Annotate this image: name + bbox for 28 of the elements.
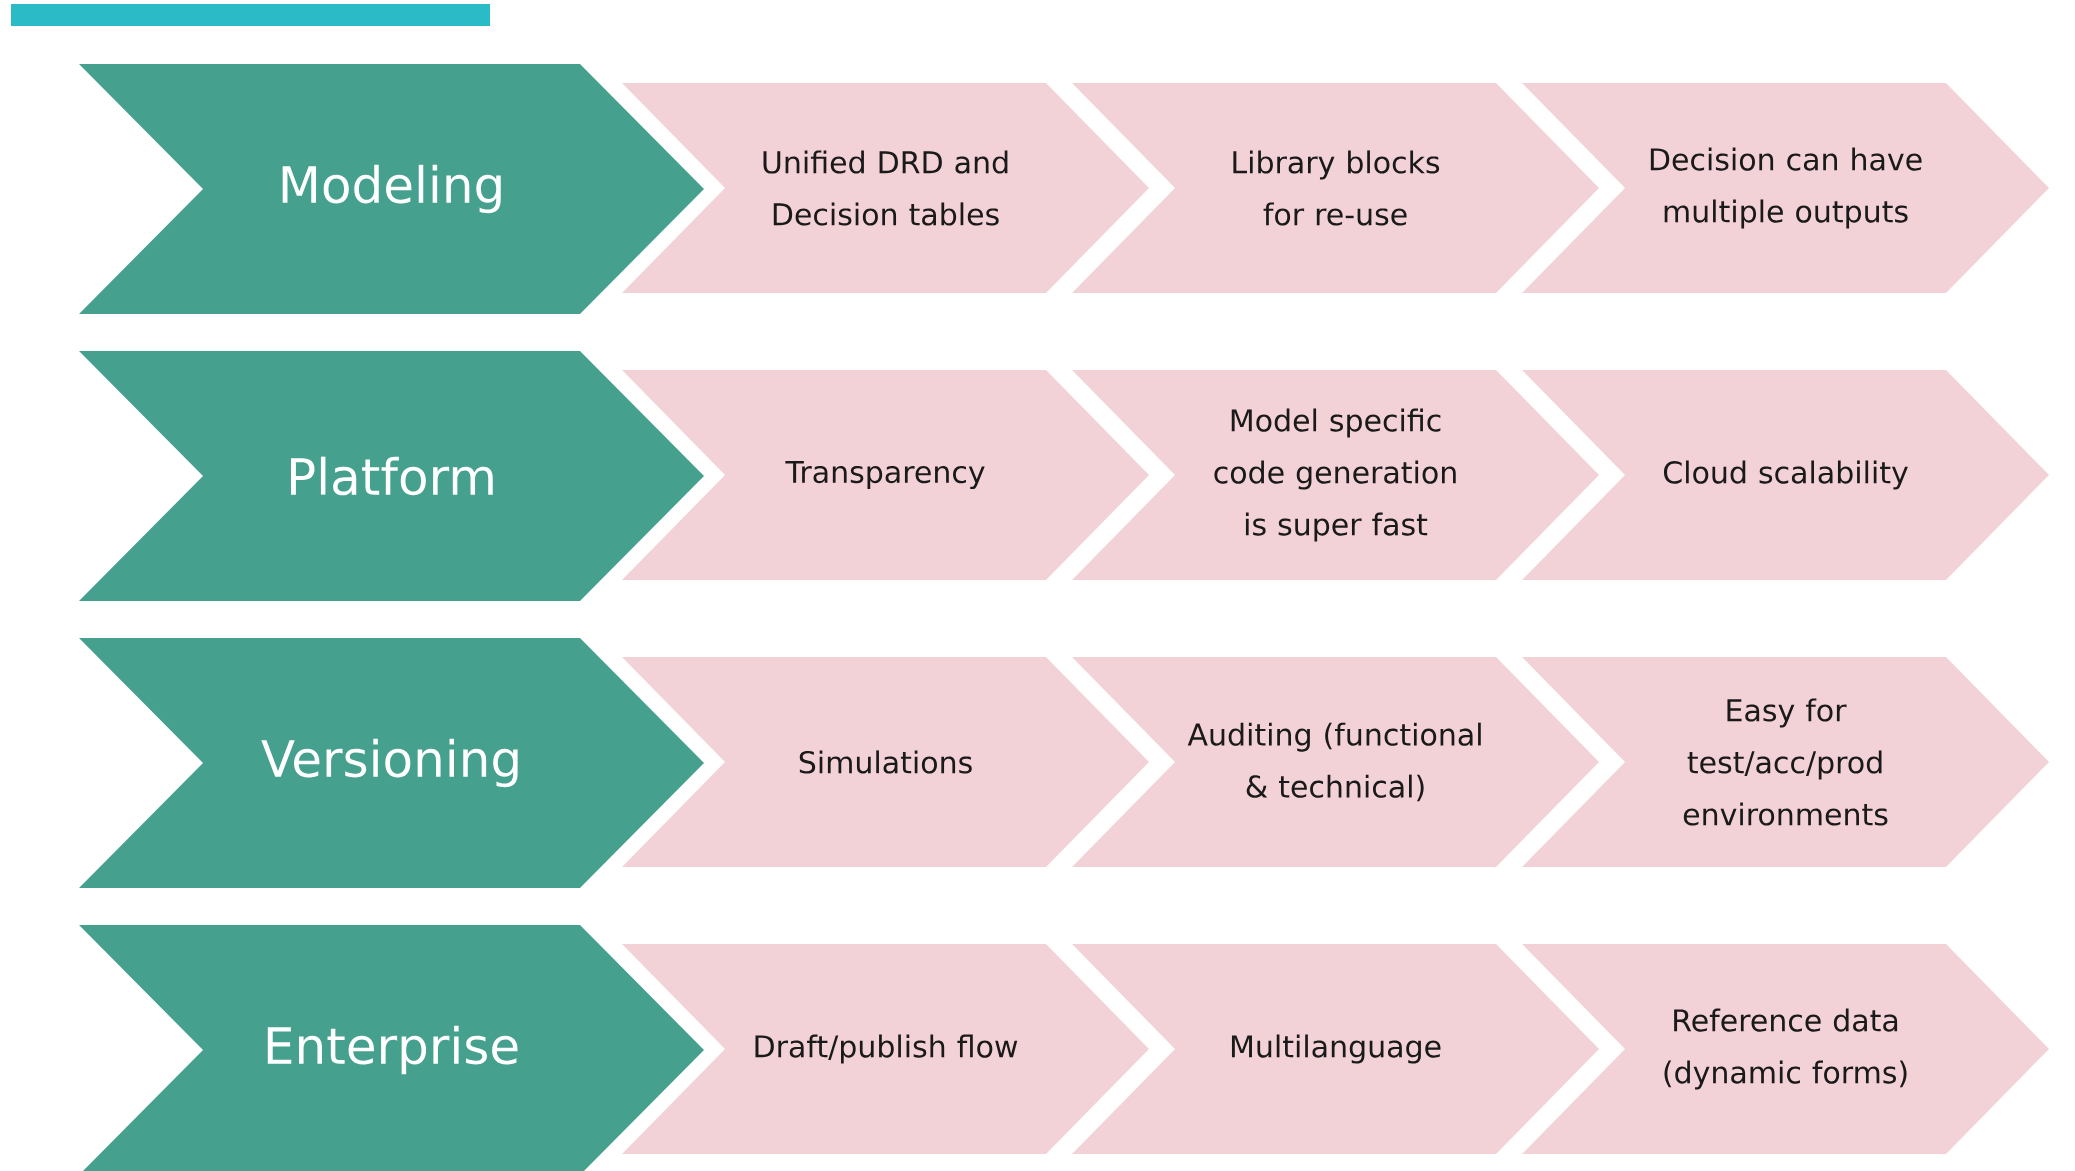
chevron-step: Draft/publish flow: [622, 944, 1149, 1154]
node-label: Auditing (functional & technical): [1187, 722, 1481, 802]
node-label: Multilanguage: [1231, 1034, 1441, 1064]
chevron-step: Reference data (dynamic forms): [1522, 944, 2049, 1154]
node-label: Draft/publish flow: [755, 1034, 1018, 1064]
node-label: Transparency: [785, 460, 985, 490]
node-label: Simulations: [799, 750, 972, 774]
chevron-step: Easy for test/acc/prod environments: [1522, 657, 2049, 867]
node-label: Easy for test/acc/prod environments: [1683, 698, 1888, 826]
chevron-heading: Modeling: [79, 64, 704, 314]
node-label: Cloud scalability: [1663, 460, 1908, 490]
node-label: Unified DRD and Decision tables: [763, 150, 1008, 226]
chevron-step: Simulations: [622, 657, 1149, 867]
node-label: Decision can have multiple outputs: [1650, 147, 1922, 229]
chevron-step: Library blocks for re-use: [1072, 83, 1599, 293]
chevron-heading: Enterprise: [79, 925, 704, 1171]
chevron-heading: Platform: [79, 351, 704, 601]
node-label: Library blocks for re-use: [1233, 150, 1440, 226]
chevron-step: Multilanguage: [1072, 944, 1599, 1154]
chevron-step: Auditing (functional & technical): [1072, 657, 1599, 867]
node-label: Model specific code generation is super fast: [1214, 408, 1456, 542]
chevron-step: Transparency: [622, 370, 1149, 580]
node-label: Reference data (dynamic forms): [1664, 1008, 1907, 1090]
chevron-step: Unified DRD and Decision tables: [622, 83, 1149, 293]
chevron-heading: Versioning: [79, 638, 704, 888]
chevron-step: Decision can have multiple outputs: [1522, 83, 2049, 293]
chevron-step: Cloud scalability: [1522, 370, 2049, 580]
chevron-step: Model specific code generation is super fast: [1072, 370, 1599, 580]
